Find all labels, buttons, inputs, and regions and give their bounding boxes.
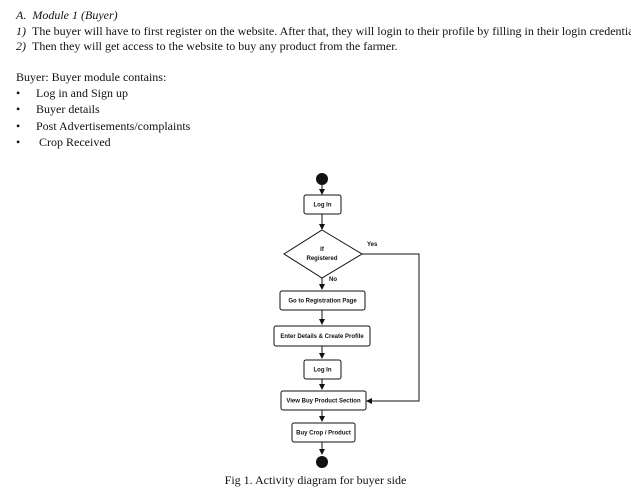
- bullet-2: •: [16, 102, 21, 116]
- end-node: [316, 456, 328, 468]
- node-login-2-label: Log In: [314, 368, 332, 374]
- buyer-item-4: Crop Received: [36, 135, 111, 149]
- buyer-item-3: Post Advertisements/complaints: [36, 119, 191, 133]
- step-1-text: The buyer will have to first register on…: [32, 24, 631, 38]
- yes-branch-arrow: [362, 253, 420, 404]
- section-heading: A. Module 1 (Buyer): [16, 8, 118, 23]
- node-buy: [291, 422, 356, 443]
- section-heading-text: Module 1 (Buyer): [32, 8, 118, 22]
- step-2-number: 2): [16, 39, 26, 53]
- edge-label-no: No: [329, 277, 337, 283]
- bullet-3: •: [16, 119, 21, 133]
- node-buy-label: Buy Crop / Product: [296, 431, 351, 437]
- decision-label-line1: If: [320, 247, 325, 253]
- node-enter-details-label: Enter Details & Create Profile: [280, 334, 364, 340]
- figure-caption: Fig 1. Activity diagram for buyer side: [224, 473, 407, 487]
- node-login-1-label: Log In: [314, 203, 332, 209]
- node-view-product-label: View Buy Product Section: [286, 399, 361, 405]
- step-2-text: Then they will get access to the website…: [32, 39, 398, 53]
- edge-label-yes: Yes: [367, 242, 378, 248]
- bullet-4: •: [16, 135, 21, 149]
- buyer-item-1: Log in and Sign up: [36, 86, 128, 100]
- section-heading-prefix: A.: [16, 8, 27, 22]
- decision-label-line2: Registered: [306, 256, 337, 262]
- node-view-product: [280, 390, 367, 411]
- node-registration-label: Go to Registration Page: [288, 299, 357, 305]
- step-1-number: 1): [16, 24, 26, 38]
- buyer-intro: Buyer: Buyer module contains:: [16, 70, 167, 84]
- start-node: [316, 173, 328, 185]
- bullet-1: •: [16, 86, 21, 100]
- decision-registered: [283, 229, 363, 279]
- buyer-item-2: Buyer details: [36, 102, 100, 116]
